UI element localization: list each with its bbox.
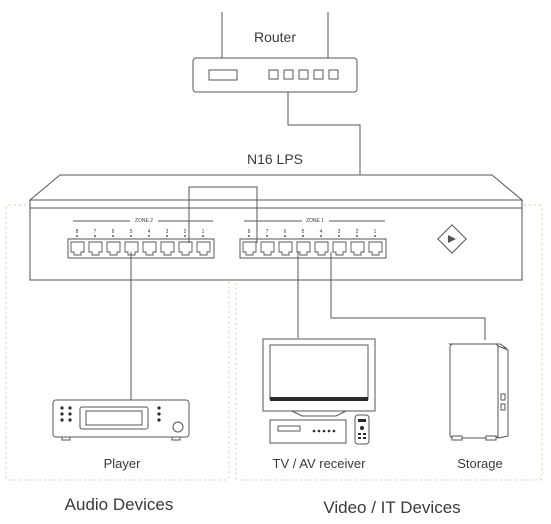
audio-player-device bbox=[52, 399, 190, 441]
storage-device bbox=[448, 343, 509, 441]
zone1-label: ZONE 1 bbox=[306, 218, 324, 224]
zone1-ethernet-port bbox=[242, 241, 257, 256]
zone2-port-number: 2 bbox=[184, 229, 187, 235]
zone2-ethernet-port bbox=[196, 241, 211, 256]
player-display-inner bbox=[85, 410, 143, 426]
cable-storage bbox=[330, 252, 486, 340]
tv-stand bbox=[291, 410, 347, 417]
audio-devices-label: Audio Devices bbox=[65, 495, 174, 514]
zone2-port-bank: ZONE 2 8 7 6 5 4 3 2 1 bbox=[67, 218, 215, 259]
zone2-port-frame bbox=[67, 238, 215, 259]
zone1-port-led bbox=[302, 235, 304, 237]
audio-zone-outline bbox=[5, 204, 230, 481]
player-label: Player bbox=[104, 456, 142, 471]
zone1-ethernet-port bbox=[314, 241, 329, 256]
zone2-ethernet-port bbox=[178, 241, 193, 256]
zone2-port-led bbox=[148, 235, 150, 237]
router-display bbox=[208, 69, 238, 81]
zone2-port-number: 8 bbox=[76, 229, 79, 235]
zone1-port-led bbox=[284, 235, 286, 237]
zone2-port-number: 3 bbox=[166, 229, 169, 235]
router-led bbox=[328, 69, 339, 80]
zone2-port-number: 7 bbox=[94, 229, 97, 235]
zone1-port-led bbox=[374, 235, 376, 237]
zone1-ethernet-port bbox=[368, 241, 383, 256]
zone2-ethernet-port bbox=[142, 241, 157, 256]
router-led bbox=[313, 69, 324, 80]
zone2-label: ZONE 2 bbox=[135, 218, 153, 224]
zone2-port-number: 6 bbox=[112, 229, 115, 235]
router bbox=[192, 12, 358, 93]
router-led bbox=[268, 69, 279, 80]
zone2-port-number: 1 bbox=[202, 229, 205, 235]
zone2-ethernet-port bbox=[70, 241, 85, 256]
zone2-port-led bbox=[166, 235, 168, 237]
zone1-port-frame bbox=[239, 238, 387, 259]
zone1-port-number: 6 bbox=[284, 229, 287, 235]
player-knob bbox=[172, 421, 184, 433]
zone1-port-bank: ZONE 1 8 7 6 5 4 3 2 1 bbox=[239, 218, 387, 259]
zone2-port-led bbox=[112, 235, 114, 237]
zone1-port-led bbox=[356, 235, 358, 237]
zone1-port-number: 8 bbox=[248, 229, 251, 235]
zone1-port-led bbox=[338, 235, 340, 237]
zone2-port-led bbox=[76, 235, 78, 237]
zone1-ethernet-port bbox=[332, 241, 347, 256]
tv-screen bbox=[269, 344, 369, 400]
zone2-port-led bbox=[184, 235, 186, 237]
tv-bottom-bar bbox=[270, 397, 368, 401]
cable-zone-link bbox=[188, 186, 258, 243]
storage-front bbox=[449, 343, 499, 439]
zone2-ethernet-port bbox=[124, 241, 139, 256]
storage-side bbox=[497, 345, 509, 439]
zone1-port-led bbox=[248, 235, 250, 237]
zone2-ethernet-port bbox=[88, 241, 103, 256]
zone1-port-led bbox=[320, 235, 322, 237]
zone1-ethernet-port bbox=[278, 241, 293, 256]
av-receiver-device bbox=[269, 419, 347, 444]
zone1-port-led bbox=[266, 235, 268, 237]
tv-device bbox=[262, 338, 376, 417]
zone1-ethernet-port bbox=[260, 241, 275, 256]
zone2-port-number: 5 bbox=[130, 229, 133, 235]
video-it-devices-label: Video / IT Devices bbox=[323, 498, 460, 517]
router-led bbox=[298, 69, 309, 80]
zone2-ethernet-port bbox=[160, 241, 175, 256]
zone1-port-number: 4 bbox=[320, 229, 323, 235]
router-led bbox=[283, 69, 294, 80]
power-button bbox=[437, 224, 467, 254]
zone1-port-number: 2 bbox=[356, 229, 359, 235]
zone1-port-number: 5 bbox=[302, 229, 305, 235]
zone2-port-led bbox=[94, 235, 96, 237]
zone1-port-number: 1 bbox=[374, 229, 377, 235]
switch-label: N16 LPS bbox=[247, 151, 303, 167]
zone1-port-number: 7 bbox=[266, 229, 269, 235]
tv-av-receiver-label: TV / AV receiver bbox=[273, 456, 367, 471]
zone2-port-number: 4 bbox=[148, 229, 151, 235]
zone1-port-number: 3 bbox=[338, 229, 341, 235]
zone2-port-led bbox=[202, 235, 204, 237]
storage-label: Storage bbox=[457, 456, 503, 471]
remote-control bbox=[354, 414, 370, 445]
router-label: Router bbox=[254, 29, 296, 45]
zone2-port-led bbox=[130, 235, 132, 237]
network-switch: ZONE 2 8 7 6 5 4 3 2 1 ZONE 1 8 7 6 5 4 3 2 1 bbox=[28, 174, 524, 281]
zone2-ethernet-port bbox=[106, 241, 121, 256]
zone1-ethernet-port bbox=[350, 241, 365, 256]
switch-top-face bbox=[28, 174, 524, 201]
